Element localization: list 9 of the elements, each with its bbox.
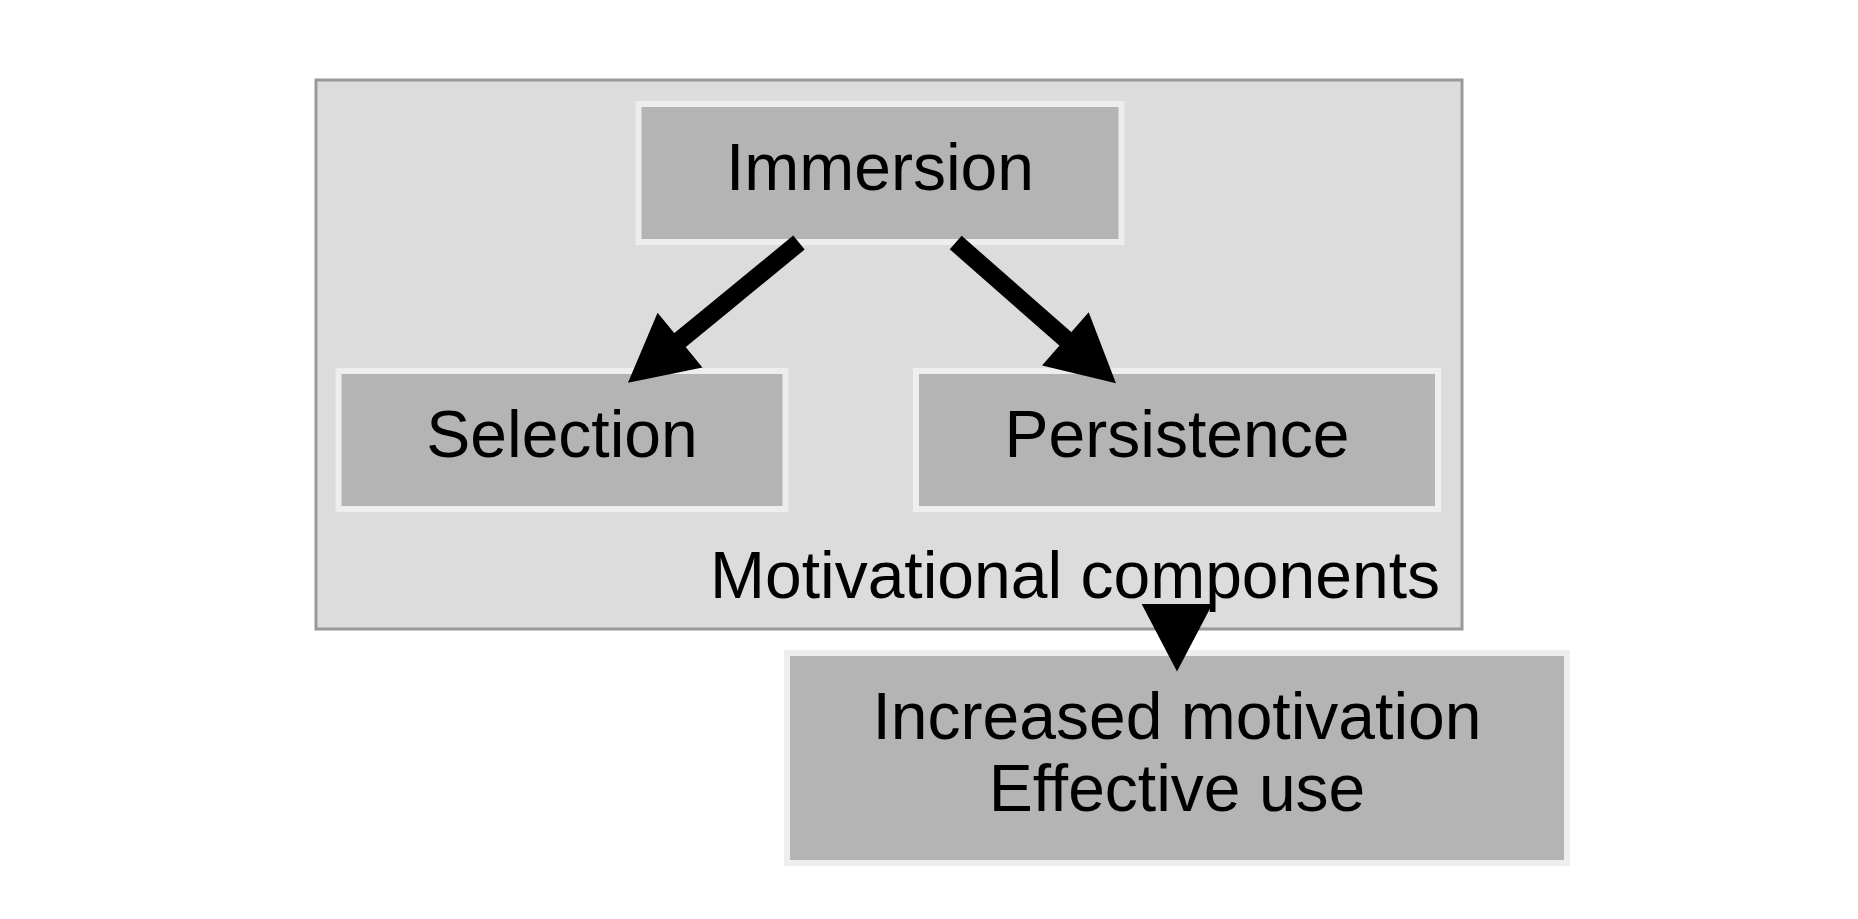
node-box: Increased motivation Effective use — [783, 650, 1570, 866]
node-box: Immersion — [635, 101, 1124, 245]
arrow — [627, 235, 805, 383]
node-box: Persistence — [912, 368, 1441, 512]
arrow — [949, 235, 1116, 384]
arrow — [1141, 604, 1212, 672]
node-label: Motivational components — [709, 537, 1440, 612]
node-box: Selection — [335, 368, 788, 512]
cluster — [314, 78, 1463, 631]
